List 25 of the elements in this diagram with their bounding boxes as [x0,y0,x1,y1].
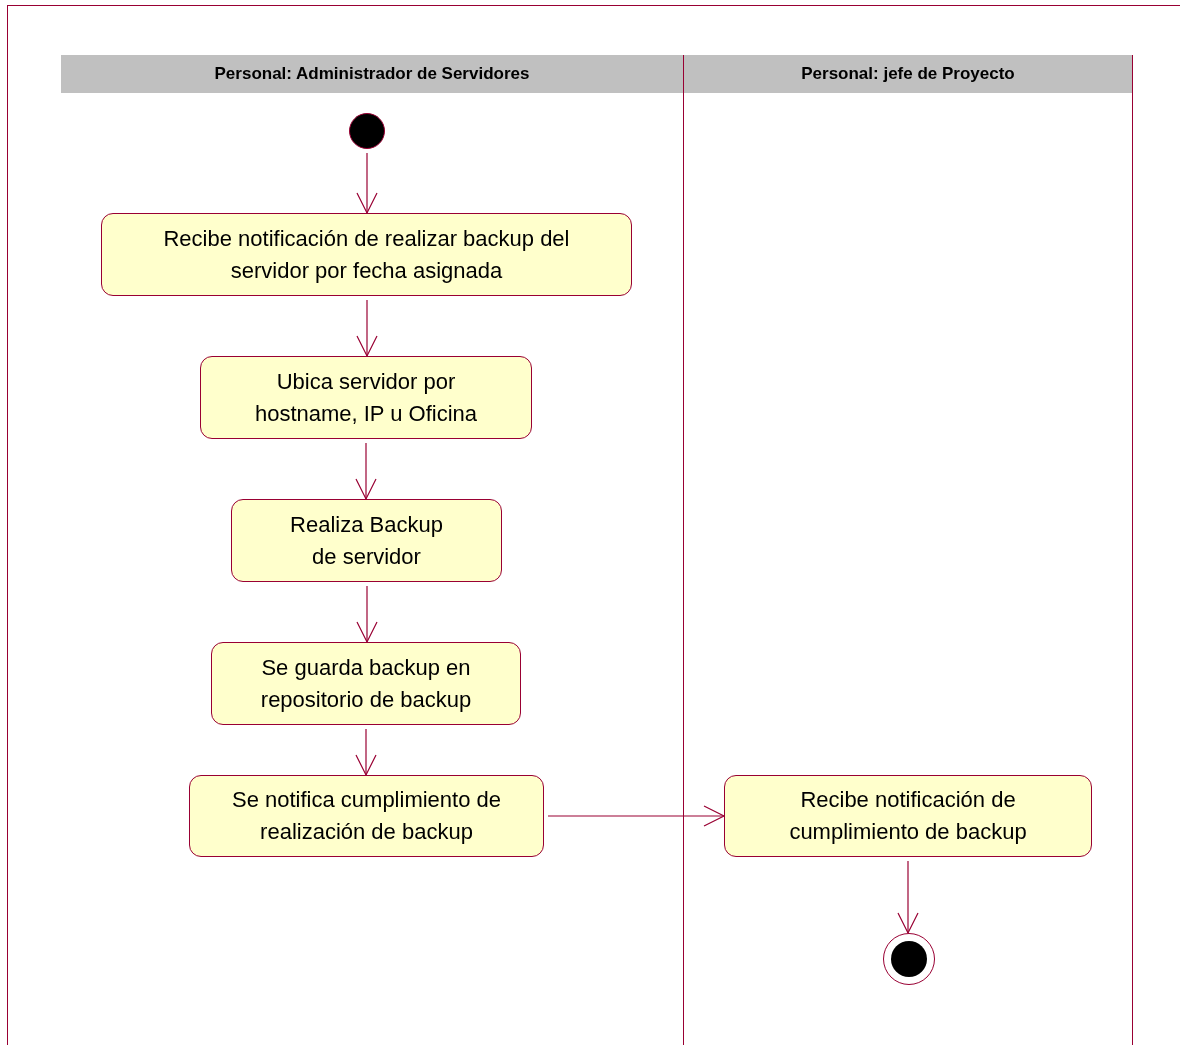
arrow [356,152,378,214]
activity-label: Se notifica cumplimiento de realización de backup [231,786,502,846]
activity-label: Ubica servidor por hostname, IP u Oficina [253,367,479,428]
swimlane [684,55,1133,1045]
lane-header: Personal: Administrador de Servidores [61,55,683,93]
activity-label: Recibe notificación de realizar backup del servidor por fecha asignada [162,224,571,285]
activity-box [200,356,532,439]
swimlane [61,55,684,1045]
arrow [897,860,919,934]
activity-box [189,775,544,857]
arrow [356,585,378,643]
activity-label: Realiza Backup de servidor [289,510,444,571]
activity-box [211,642,521,725]
activity-box [231,499,502,582]
activity-box [724,775,1092,857]
arrow [356,299,378,357]
activity-label: Recibe notificación de cumplimiento de backup [788,786,1028,846]
activity-label: Se guarda backup en repositorio de backup [259,653,473,714]
arrow [355,728,377,776]
activity-box [101,213,632,296]
initial-node [349,113,385,149]
arrow [547,805,725,827]
lane-header: Personal: jefe de Proyecto [684,55,1132,93]
arrow [355,442,377,500]
final-node [883,933,935,985]
